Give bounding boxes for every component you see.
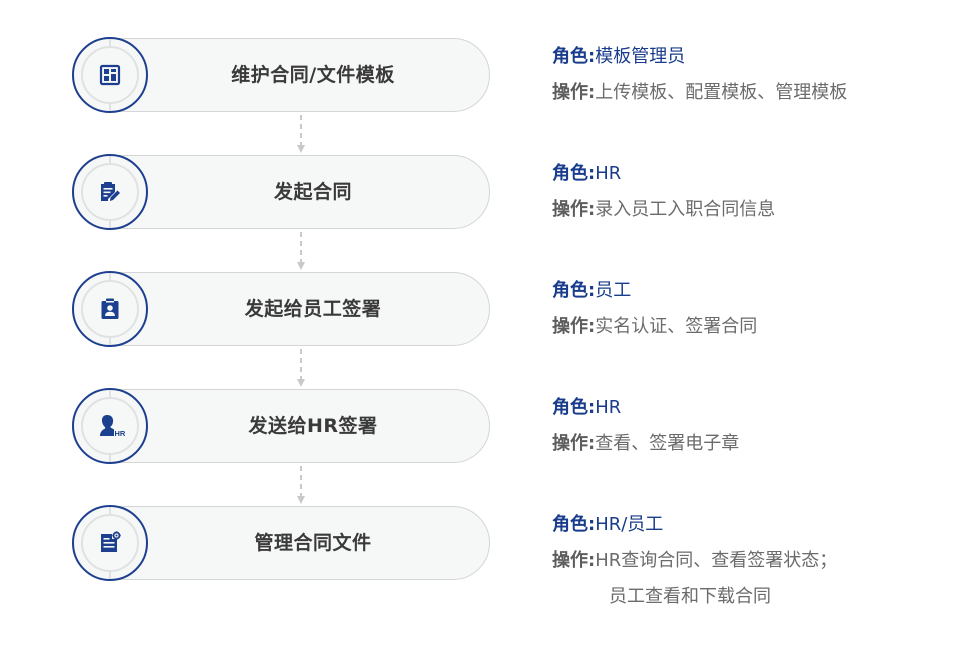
badge-tick [109,103,111,111]
operation-label: 操作 [552,82,588,103]
operation-value: 上传模板、配置模板、管理模板 [595,82,848,103]
operation-value: 查看、签署电子章 [595,433,740,454]
badge-tick [109,273,111,281]
role-label: 角色 [552,514,588,535]
step-initiate-contract: 发起合同 [72,154,490,230]
role-value: 员工 [595,280,632,301]
role-line: 角色:模板管理员 [552,46,686,67]
step-info-send-to-hr: 角色:HR 操作:查看、签署电子章 [552,390,952,462]
operation-continuation: 员工查看和下载合同 [609,586,771,607]
role-value: HR/员工 [595,514,664,535]
step-title: 发起给员工签署 [244,298,382,320]
role-line: 角色:HR [552,397,622,418]
badge-tick [109,220,111,228]
role-label: 角色 [552,163,588,184]
operation-label: 操作 [552,550,588,571]
operation-value: HR查询合同、查看签署状态； [595,550,838,571]
hr-person-icon: HR [100,415,126,438]
badge-tick [109,390,111,398]
step-badge [72,154,148,230]
template-layout-icon [99,64,121,86]
step-info-send-to-employee: 角色:员工 操作:实名认证、签署合同 [552,273,952,345]
step-info-manage-contracts: 角色:HR/员工 操作:HR查询合同、查看签署状态； 员工查看和下载合同 [552,507,952,615]
step-info-maintain-templates: 角色:模板管理员 操作:上传模板、配置模板、管理模板 [552,39,952,111]
operation-line: 操作:查看、签署电子章 [552,433,740,454]
role-line: 角色:HR/员工 [552,514,664,535]
step-manage-contracts: 管理合同文件 [72,505,490,581]
role-label: 角色 [552,397,588,418]
role-label: 角色 [552,46,588,67]
document-settings-icon [101,531,121,552]
step-badge [72,505,148,581]
badge-tick [109,39,111,47]
step-info-initiate-contract: 角色:HR 操作:录入员工入职合同信息 [552,156,952,228]
badge-tick [109,507,111,515]
operation-line: 操作:HR查询合同、查看签署状态； [552,550,838,571]
dashed-arrow-connector [297,466,305,504]
step-title: 维护合同/文件模板 [231,64,395,86]
badge-tick [109,337,111,345]
operation-line: 操作:上传模板、配置模板、管理模板 [552,82,848,103]
employee-badge-icon [101,298,119,319]
step-title: 发送给HR签署 [248,415,378,437]
role-value: 模板管理员 [595,46,686,67]
operation-line: 操作:录入员工入职合同信息 [552,199,776,220]
operation-label: 操作 [552,433,588,454]
step-pill [72,506,490,580]
svg-text:HR: HR [115,429,126,438]
role-line: 角色:HR [552,163,622,184]
step-send-to-hr: HR 发送给HR签署 [72,388,490,464]
operation-value: 实名认证、签署合同 [595,316,758,337]
operation-label: 操作 [552,199,588,220]
dashed-arrow-connector [297,115,305,153]
clipboard-edit-icon [101,182,120,201]
step-badge: HR [72,388,148,464]
badge-tick [109,571,111,579]
operation-value: 录入员工入职合同信息 [595,199,776,220]
role-value: HR [595,163,622,184]
step-title: 管理合同文件 [254,532,372,554]
step-badge [72,37,148,113]
step-maintain-templates: 维护合同/文件模板 [72,37,490,113]
badge-inner-ring [81,46,139,104]
badge-tick [109,156,111,164]
dashed-arrow-connector [297,232,305,270]
step-pill [72,155,490,229]
operation-line: 操作:实名认证、签署合同 [552,316,758,337]
role-label: 角色 [552,280,588,301]
step-send-to-employee: 发起给员工签署 [72,271,490,347]
operation-label: 操作 [552,316,588,337]
step-badge [72,271,148,347]
dashed-arrow-connector [297,349,305,387]
badge-tick [109,454,111,462]
role-line: 角色:员工 [552,280,632,301]
role-value: HR [595,397,622,418]
step-title: 发起合同 [273,181,352,203]
